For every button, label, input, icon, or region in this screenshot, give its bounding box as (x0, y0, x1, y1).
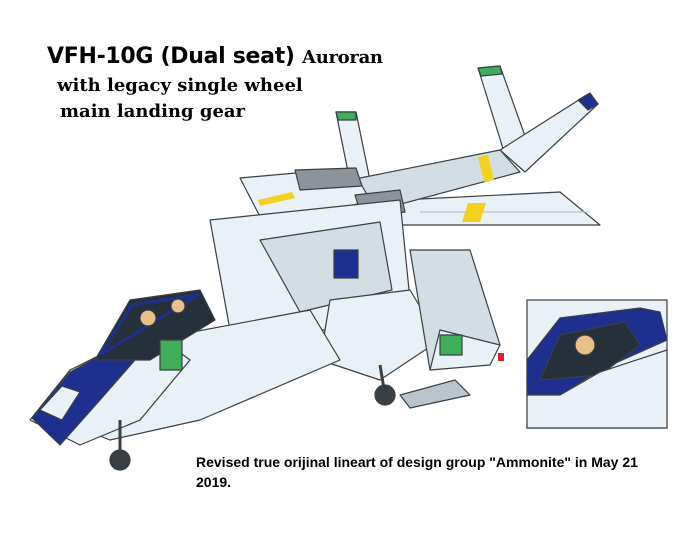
engine-intake-grey-1 (294, 167, 363, 191)
pilot-front-head (139, 309, 157, 327)
nose-tip (39, 385, 81, 421)
title-subtitle-1: with legacy single wheel (57, 75, 303, 96)
title-model: VFH-10G (Dual seat) Auroran (47, 44, 383, 69)
pilot-rear-head (170, 298, 186, 314)
wing-right (399, 191, 601, 226)
boom-stripe (478, 155, 494, 182)
title-model-text: VFH-10G (Dual seat) (47, 44, 295, 69)
emblem-panel (333, 249, 359, 279)
insignia-wing (439, 334, 463, 356)
fuselage-panel (259, 221, 393, 313)
caption: Revised true orijinal lineart of design … (196, 452, 666, 492)
nacelle-stripe-1 (258, 192, 295, 206)
caption-line-2: 2019. (196, 474, 232, 490)
caption-line-1: Revised true orijinal lineart of design … (196, 454, 638, 470)
missile-pod (399, 379, 471, 409)
aircraft-main (29, 65, 601, 471)
stabilizer-upper-tip (577, 92, 599, 111)
red-marker (498, 353, 504, 361)
title-name-text: Auroran (302, 47, 383, 68)
cockpit-closeup-illustration (526, 299, 668, 429)
inset-pilot-head (574, 334, 596, 356)
nose-gear-wheel (109, 449, 131, 471)
inset-lower-hull (526, 349, 668, 429)
tail-fin-left-tip (335, 111, 357, 121)
tail-fin-right-tip (477, 65, 503, 77)
main-gear-wheel (374, 384, 396, 406)
title-subtitle-2: main landing gear (60, 101, 246, 122)
insignia-main (159, 339, 183, 371)
wing-stripe (462, 203, 486, 222)
